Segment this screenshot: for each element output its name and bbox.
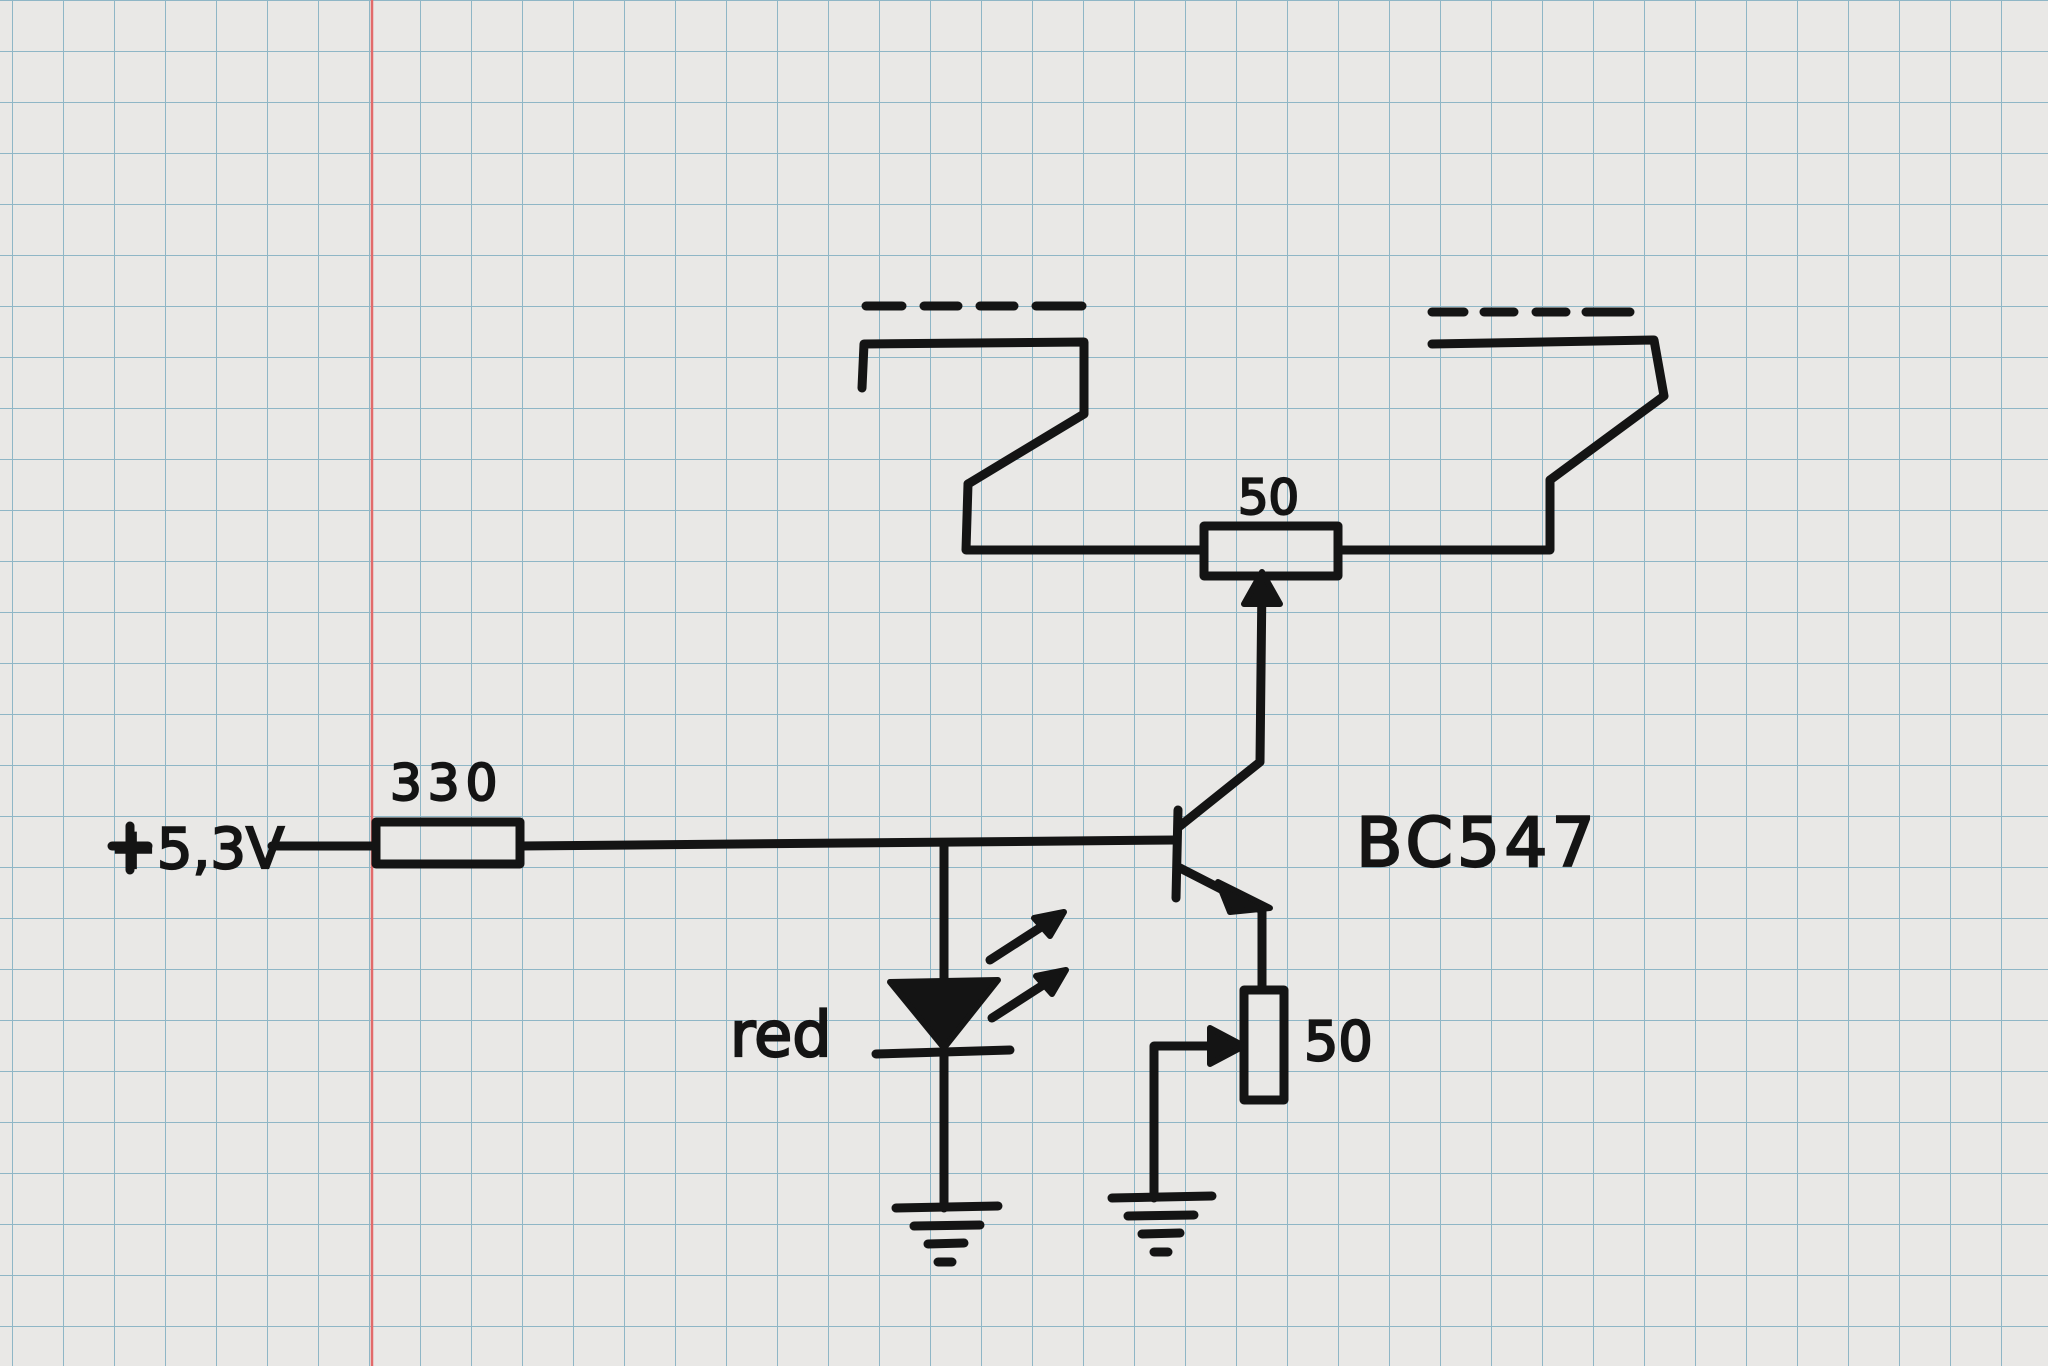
wire-pot-right: [1333, 475, 1555, 555]
emitter-pot-label: 50: [1304, 1010, 1373, 1073]
transistor-label: BC547: [1356, 804, 1599, 883]
balance-pot-label: 50: [1238, 470, 1299, 526]
supply-node: [107, 821, 153, 875]
wire-emitter-wiper: [1149, 1041, 1213, 1203]
wiper-arrow-top: [1241, 569, 1283, 607]
right-meter-outline: [1427, 335, 1669, 485]
wire-pot-left: [961, 479, 1209, 555]
wiper-arrow-emitter: [1207, 1025, 1247, 1067]
light-arrow-upper: [985, 909, 1067, 965]
ground-symbol-led: [891, 1201, 1003, 1267]
emitter-arrow: [1215, 879, 1273, 915]
left-meter-outline: [857, 337, 1089, 489]
supply-label: +5,3V: [110, 817, 284, 882]
light-arrow-lower: [987, 967, 1069, 1023]
wire-base: [515, 835, 1181, 851]
led-color-label: red: [730, 998, 832, 1071]
transistor-collector: [1175, 575, 1267, 831]
base-resistor-label: 330: [390, 754, 503, 812]
led-triangle: [887, 977, 1001, 1051]
ground-symbol-emitter: [1107, 1191, 1217, 1257]
